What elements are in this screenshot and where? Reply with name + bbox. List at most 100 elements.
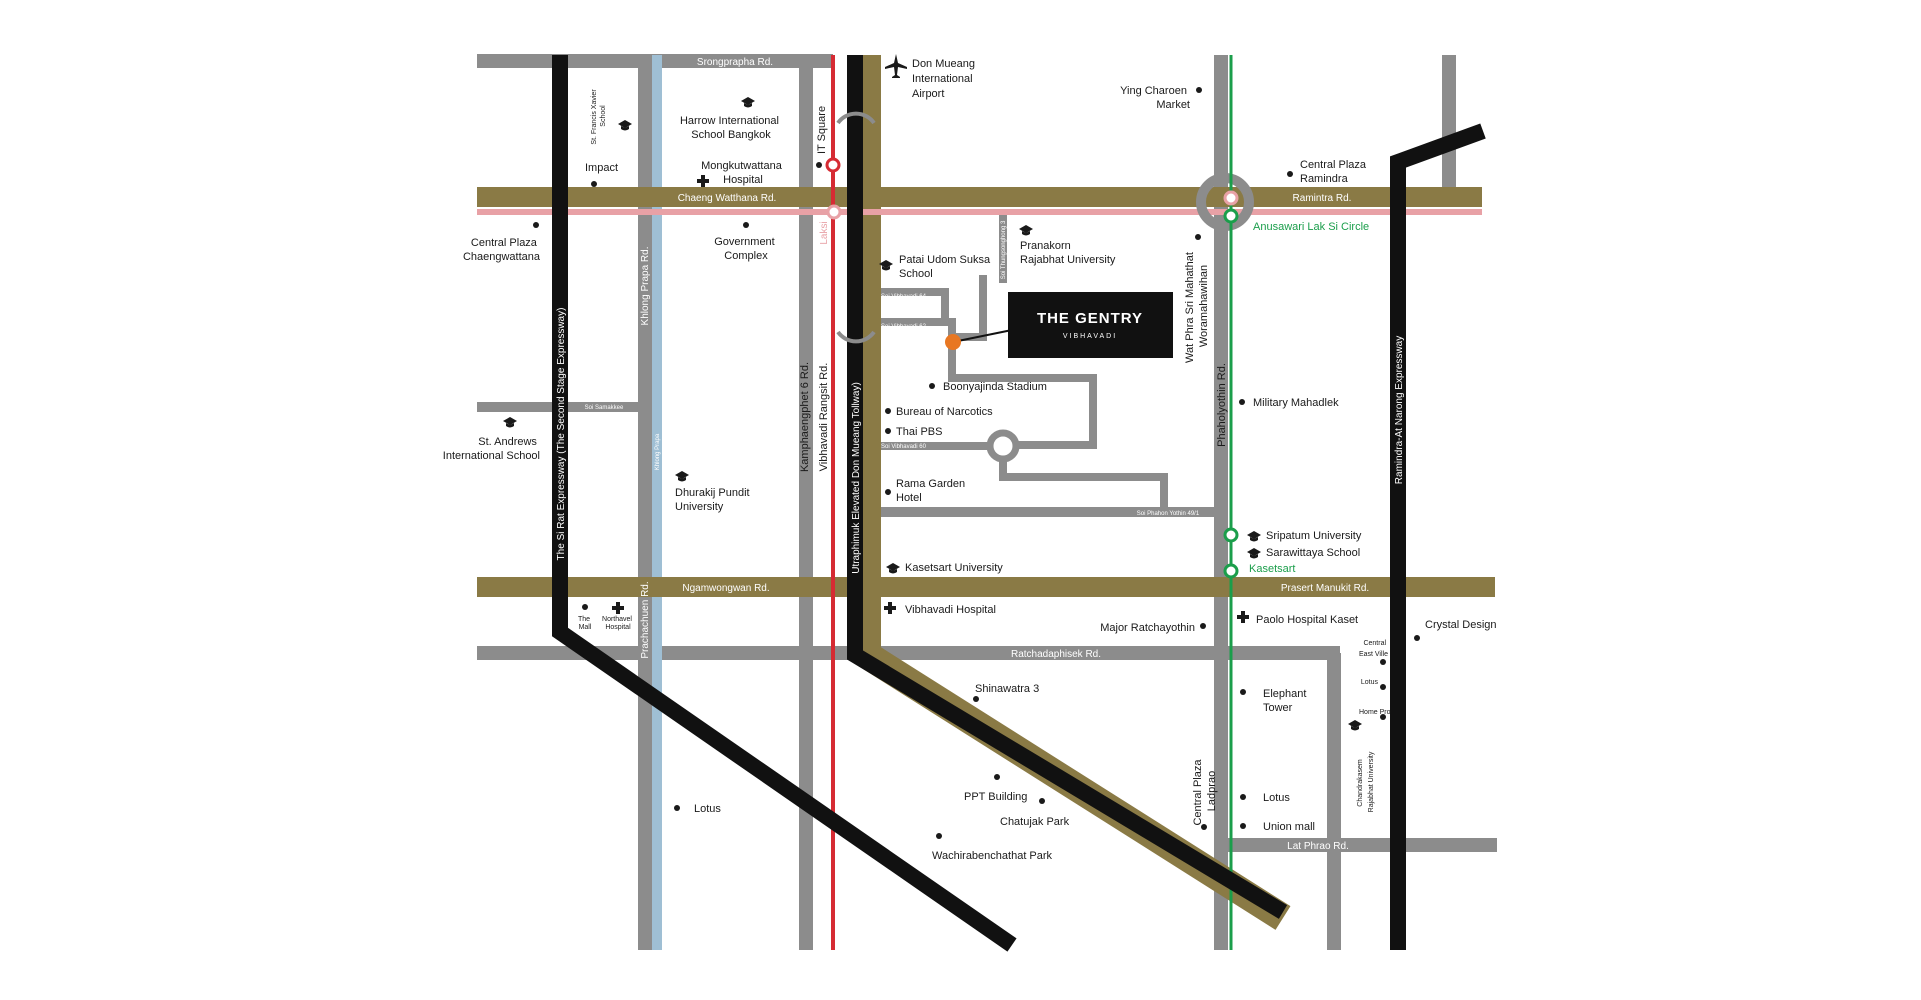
- project-marker[interactable]: [945, 334, 961, 350]
- graduation-cap-icon: [1247, 548, 1261, 559]
- label-ratchadaphisek: Ratchadaphisek Rd.: [1011, 649, 1101, 660]
- label-wachira: Wachirabenchathat Park: [932, 850, 1053, 862]
- project-sub: VIBHAVADI: [1063, 333, 1117, 340]
- label-kamphaengphet: Kamphaengphet 6 Rd.: [799, 362, 811, 472]
- soi-roundabout: [986, 429, 1020, 463]
- label-central-east: Central East Ville: [1359, 640, 1388, 658]
- cross-icon: [697, 175, 709, 187]
- label-chaeng-watthana: Chaeng Watthana Rd.: [678, 193, 777, 204]
- tollway-interchange-bottom: [836, 330, 876, 344]
- label-ying-charoen: Ying Charoen Market: [1120, 85, 1190, 111]
- graduation-cap-icon: [741, 97, 755, 108]
- graduation-cap-icon: [675, 471, 689, 482]
- expressways: [552, 55, 1486, 952]
- label-impact: Impact: [585, 162, 618, 174]
- station-it-square[interactable]: [825, 157, 841, 173]
- station-anusawari[interactable]: [1223, 208, 1239, 224]
- label-vibhavadi-hospital: Vibhavadi Hospital: [905, 604, 996, 616]
- label-thai-pbs: Thai PBS: [896, 426, 942, 438]
- label-lotus-east: Lotus: [1361, 679, 1379, 686]
- label-elephant: Elephant Tower: [1263, 688, 1310, 714]
- station-kasetsart[interactable]: [1223, 563, 1239, 579]
- label-phaholyothin: Phaholyothin Rd.: [1216, 363, 1228, 447]
- tollway-interchange-top: [836, 111, 876, 125]
- label-home-pro: Home Pro: [1359, 709, 1391, 716]
- label-narcotics: Bureau of Narcotics: [896, 406, 993, 418]
- label-prasert-manukit: Prasert Manukit Rd.: [1281, 583, 1369, 594]
- label-pranakorn: Pranakorn Rajabhat University: [1020, 240, 1116, 266]
- label-sarawittaya: Sarawittaya School: [1266, 547, 1360, 559]
- cross-icon: [1237, 611, 1249, 623]
- cross-icon: [612, 602, 624, 614]
- label-central-ramindra: Central Plaza Ramindra: [1300, 159, 1369, 185]
- label-ramintra-expressway: Ramindra-At Narong Expressway: [1394, 336, 1405, 484]
- label-soi-v62: Soi Vibhavadi 62: [881, 324, 927, 330]
- project-box[interactable]: [1008, 292, 1173, 358]
- station-laksi[interactable]: [826, 204, 842, 220]
- label-lat-phrao: Lat Phrao Rd.: [1287, 841, 1349, 852]
- location-dots: [533, 87, 1420, 839]
- project-pointer: [952, 329, 1013, 343]
- label-srongprapha: Srongprapha Rd.: [697, 57, 773, 68]
- label-crystal: Crystal Design: [1425, 619, 1497, 631]
- label-ngamwongwan: Ngamwongwan Rd.: [682, 583, 769, 594]
- label-khlong-prapa-rd: Khlong Prapa Rd.: [640, 247, 651, 326]
- label-wat-phra: Wat Phra Sri Mahathat Woramahawihan: [1184, 249, 1210, 363]
- label-it-square: IT Square: [816, 106, 828, 154]
- label-patai: Patai Udom Suksa School: [899, 254, 993, 280]
- label-st-andrews: St. Andrews International School: [443, 436, 540, 462]
- label-chatujak: Chatujak Park: [1000, 816, 1070, 828]
- label-soi-v60: Soi Vibhavadi 60: [881, 444, 927, 450]
- label-union: Union mall: [1263, 821, 1315, 833]
- label-vibhavadi: Vibhavadi Rangsit Rd.: [818, 363, 830, 472]
- airplane-icon: [885, 54, 907, 78]
- label-ppt: PPT Building: [964, 791, 1027, 803]
- station-ramintra[interactable]: [1223, 190, 1239, 206]
- label-central-chaeng: Central Plaza Chaengwattana: [463, 237, 541, 263]
- label-government: Government Complex: [714, 236, 778, 262]
- label-soi-v64: Soi Vibhavadi 64: [881, 294, 927, 300]
- label-prachachuen: Prachachuen Rd.: [640, 581, 651, 658]
- label-harrow: Harrow International School Bangkok: [680, 115, 782, 141]
- graduation-cap-icon: [1247, 531, 1261, 542]
- label-anusawari-station: Anusawari Lak Si Circle: [1253, 221, 1369, 233]
- label-lotus-ladprao: Lotus: [1263, 792, 1290, 804]
- school-icons: [503, 97, 1362, 731]
- graduation-cap-icon: [1019, 225, 1033, 236]
- label-central-ladprao: Central Plaza Ladprao: [1192, 756, 1218, 825]
- station-sripatum[interactable]: [1223, 527, 1239, 543]
- graduation-cap-icon: [1348, 720, 1362, 731]
- label-dhurakij: Dhurakij Pundit University: [675, 487, 753, 513]
- graduation-cap-icon: [618, 120, 632, 131]
- label-rama-garden: Rama Garden Hotel: [896, 478, 968, 504]
- label-paolo: Paolo Hospital Kaset: [1256, 614, 1358, 626]
- label-soi-thungsonghong: Soi Thungsonghong 3: [1001, 220, 1007, 279]
- label-lotus-west: Lotus: [694, 803, 721, 815]
- label-don-mueang: Don Mueang International Airport: [912, 58, 978, 100]
- label-laksi: Laksi: [819, 221, 830, 244]
- label-mongkutwattana: Mongkutwattana Hospital: [701, 160, 785, 186]
- label-shinawatra: Shinawatra 3: [975, 683, 1039, 695]
- graduation-cap-icon: [503, 417, 517, 428]
- hospital-icons: [612, 175, 1249, 623]
- label-kasetsart-university: Kasetsart University: [905, 562, 1003, 574]
- label-sripatum: Sripatum University: [1266, 530, 1362, 542]
- label-khlong-prapa: Khlong Prapa: [655, 433, 661, 470]
- label-northaven: Northavel Hospital: [602, 616, 634, 631]
- label-boonyajinda: Boonyajinda Stadium: [943, 381, 1047, 393]
- label-military: Military Mahadlek: [1253, 397, 1339, 409]
- graduation-cap-icon: [879, 260, 893, 271]
- label-tollway: Utraphimuk Elevated Don Mueang Tollway): [851, 382, 862, 574]
- cross-icon: [884, 602, 896, 614]
- label-kasetsart-station: Kasetsart: [1249, 563, 1295, 575]
- label-soi-samakkee: Soi Samakkee: [585, 405, 624, 411]
- graduation-cap-icon: [886, 563, 900, 574]
- label-chandrakasem: Chandrakasem Rajabhat University: [1357, 751, 1375, 812]
- label-ramintra: Ramintra Rd.: [1293, 193, 1352, 204]
- label-st-francis: St. Francis Xavier School: [591, 87, 607, 144]
- label-soi-phahon: Soi Phahon Yothin 49/1: [1137, 511, 1200, 517]
- lak-si-circle: [1196, 173, 1254, 231]
- label-major: Major Ratchayothin: [1100, 622, 1195, 634]
- label-si-rat: The Si Rat Expressway (The Second Stage …: [556, 308, 567, 561]
